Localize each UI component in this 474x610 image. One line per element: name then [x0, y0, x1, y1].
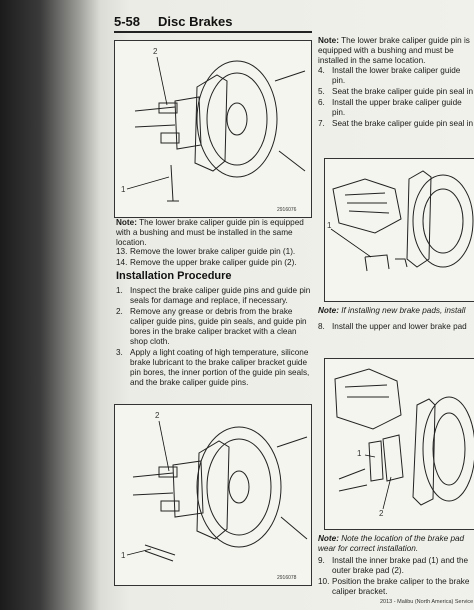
- step-text: Remove the lower brake caliper guide pin…: [130, 247, 296, 256]
- callout-1: 1: [357, 449, 362, 458]
- note-label: Note:: [116, 218, 137, 227]
- note-text: The lower brake caliper guide pin is equ…: [116, 218, 304, 247]
- step-number: 1.: [116, 286, 123, 295]
- step-number: 10.: [318, 577, 330, 586]
- callout-1: 1: [121, 551, 126, 560]
- callout-1: 1: [327, 221, 332, 230]
- step-number: 3.: [116, 348, 123, 357]
- step-text: Apply a light coating of high temperatur…: [130, 348, 310, 387]
- figure-ref: 2916076: [277, 207, 297, 213]
- step-item: 6. Install the upper brake caliper guide …: [318, 98, 474, 118]
- install-steps-a: 4. Install the lower brake caliper guide …: [318, 66, 474, 130]
- step-number: 13.: [116, 247, 128, 256]
- figure-brake-pads-drawing: [334, 368, 474, 510]
- step-number: 6.: [318, 98, 325, 107]
- callout-2: 2: [155, 411, 160, 420]
- figure-brake-pads: 1 2: [324, 358, 474, 530]
- note-label: Note:: [318, 36, 339, 45]
- figure-caliper-install: 2 1 2916078: [114, 404, 312, 586]
- note-text: The lower brake caliper guide pin is equ…: [318, 36, 470, 65]
- step-item: 13.Remove the lower brake caliper guide …: [116, 247, 312, 257]
- figure-caliper-removal-drawing: [126, 56, 306, 202]
- figure-ref: 2916078: [277, 575, 297, 581]
- step-item: 4. Install the lower brake caliper guide …: [318, 66, 474, 86]
- step-text: Inspect the brake caliper guide pins and…: [130, 286, 311, 305]
- note-label: Note:: [318, 306, 339, 315]
- step-number: 8.: [318, 322, 325, 331]
- step-number: 14.: [116, 258, 128, 267]
- step-number: 9.: [318, 556, 325, 565]
- note-label: Note:: [318, 534, 339, 543]
- header-rule: [114, 31, 312, 33]
- step-item: 5. Seat the brake caliper guide pin seal …: [318, 87, 474, 97]
- install-steps-b: 8. Install the upper and lower brake pad: [318, 322, 474, 333]
- step-number: 2.: [116, 307, 123, 316]
- note-text: Note the location of the brake pad wear …: [318, 534, 465, 553]
- step-item: 10.Position the brake caliper to the bra…: [318, 577, 474, 597]
- section-title: Disc Brakes: [158, 14, 233, 29]
- callout-2: 2: [153, 47, 158, 56]
- step-item: 2. Remove any grease or debris from the b…: [116, 307, 312, 347]
- page-footer: 2013 - Malibu (North America) Service: [380, 599, 474, 605]
- figure-caliper-install-drawing: [126, 420, 308, 562]
- note-right: Note: The lower brake caliper guide pin …: [318, 36, 474, 66]
- step-number: 5.: [318, 87, 325, 96]
- installation-steps: 1. Inspect the brake caliper guide pins a…: [116, 286, 312, 389]
- step-text: Seat the brake caliper guide pin seal in: [332, 119, 474, 128]
- installation-heading: Installation Procedure: [116, 270, 232, 282]
- step-text: Seat the brake caliper guide pin seal in: [332, 87, 474, 96]
- step-text: Remove any grease or debris from the bra…: [130, 307, 307, 346]
- install-steps-c: 9. Install the inner brake pad (1) and th…: [318, 556, 474, 598]
- note-wear: Note: Note the location of the brake pad…: [318, 534, 474, 554]
- page-header: 5-58 Disc Brakes: [114, 12, 314, 34]
- step-item: 8. Install the upper and lower brake pad: [318, 322, 474, 332]
- figure-pad-clips: 1: [324, 158, 474, 302]
- step-text: Position the brake caliper to the brake …: [332, 577, 470, 596]
- step-item: 7. Seat the brake caliper guide pin seal …: [318, 119, 474, 129]
- figure-caliper-removal: 2 1 2916076: [114, 40, 312, 218]
- note-left: Note: The lower brake caliper guide pin …: [116, 218, 312, 248]
- step-text: Install the upper and lower brake pad: [332, 322, 467, 331]
- step-text: Install the upper brake caliper guide pi…: [332, 98, 462, 117]
- step-number: 7.: [318, 119, 325, 128]
- step-text: Remove the upper brake caliper guide pin…: [130, 258, 297, 267]
- step-item: 1. Inspect the brake caliper guide pins a…: [116, 286, 312, 306]
- removal-steps: 13.Remove the lower brake caliper guide …: [116, 247, 312, 269]
- callout-1: 1: [121, 185, 126, 194]
- step-text: Install the lower brake caliper guide pi…: [332, 66, 461, 85]
- step-number: 4.: [318, 66, 325, 75]
- note-text: If installing new brake pads, install: [341, 306, 466, 315]
- step-item: 9. Install the inner brake pad (1) and th…: [318, 556, 474, 576]
- note-pads: Note: If installing new brake pads, inst…: [318, 306, 474, 316]
- section-number: 5-58: [114, 14, 141, 29]
- step-item: 3. Apply a light coating of high temperat…: [116, 348, 312, 388]
- step-text: Install the inner brake pad (1) and the …: [332, 556, 469, 575]
- figure-pad-clips-drawing: [330, 170, 474, 272]
- callout-2: 2: [379, 509, 384, 518]
- step-item: 14.Remove the upper brake caliper guide …: [116, 258, 312, 268]
